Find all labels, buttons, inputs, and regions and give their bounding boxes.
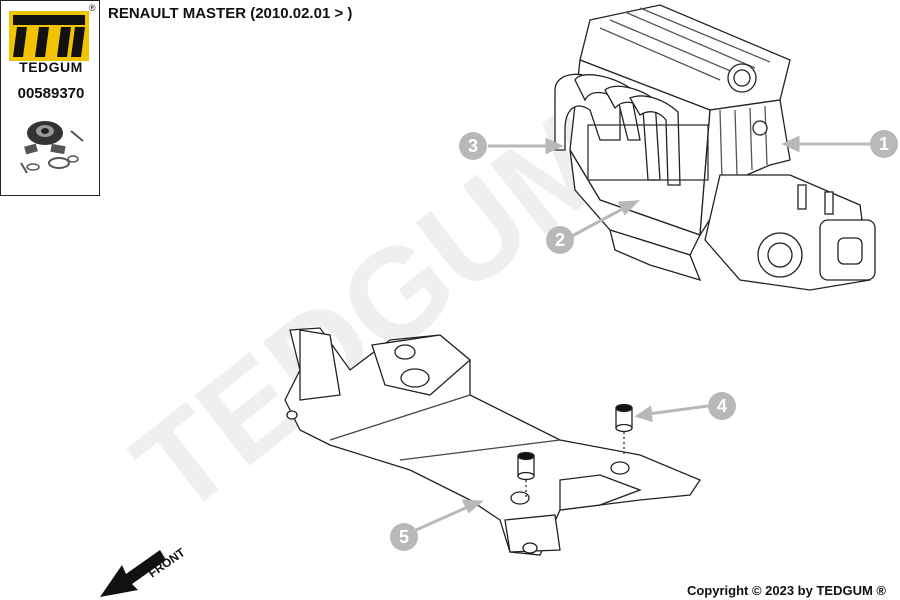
callout-2: 2 (546, 226, 574, 254)
svg-text:3: 3 (468, 136, 478, 156)
callout-3: 3 (459, 132, 487, 160)
callout-5: 5 (390, 523, 418, 551)
part-number: 00589370 (17, 85, 85, 102)
engine-illustration (554, 4, 876, 291)
tedgum-logo-icon (9, 11, 89, 61)
front-arrow-icon (100, 550, 166, 597)
svg-text:4: 4 (717, 396, 727, 416)
product-thumbnail-icon (20, 121, 84, 174)
callout-1: 1 (870, 130, 898, 158)
registered-mark: ® (89, 3, 96, 13)
svg-text:1: 1 (879, 134, 889, 154)
brand-name: TEDGUM (19, 59, 83, 75)
svg-text:5: 5 (399, 527, 409, 547)
bushing-rear (615, 403, 633, 455)
subframe-illustration (284, 327, 701, 556)
svg-text:2: 2 (555, 230, 565, 250)
callout-4: 4 (708, 392, 736, 420)
copyright-text: Copyright © 2023 by TEDGUM ® (686, 583, 886, 598)
vehicle-title: RENAULT MASTER (2010.02.01 > ) (108, 5, 353, 22)
brand-panel: ® TEDGUM 00589370 (0, 0, 100, 196)
bushing-front (517, 451, 535, 500)
